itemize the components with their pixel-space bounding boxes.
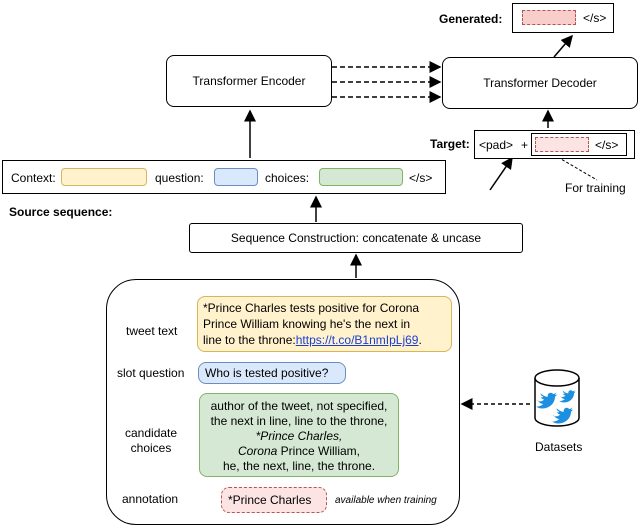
twitter-bird-icon <box>536 392 558 409</box>
candidate-text: Prince William, <box>277 444 361 458</box>
target-token-placeholder <box>535 137 589 152</box>
datasets-label: Datasets <box>535 440 583 454</box>
target-label: Target: <box>430 137 470 151</box>
candidate-line: the next in line, line to the throne, <box>210 414 388 428</box>
context-label: Context: <box>11 171 56 185</box>
target-eos: </s> <box>595 138 619 152</box>
target-pad: <pad> <box>479 138 514 152</box>
annotation-bubble: *Prince Charles <box>221 487 327 513</box>
candidate-choices-bubble: author of the tweet, not specified, the … <box>199 393 399 477</box>
context-slot <box>61 168 147 186</box>
tweet-line: *Prince Charles tests positive for Coron… <box>203 301 420 315</box>
question-slot <box>214 168 258 186</box>
source-sequence-box: Context: question: choices: </s> <box>2 160 446 194</box>
annotation-note: available when training <box>335 495 437 506</box>
datasets-database-icon <box>534 369 580 427</box>
tweet-text-label: tweet text <box>126 324 178 338</box>
for-training-label: For training <box>565 181 626 195</box>
target-plus: + <box>521 138 529 152</box>
candidate-line: author of the tweet, not specified, <box>210 399 388 413</box>
dec-gen-arrow <box>553 34 573 58</box>
twitter-bird-icon <box>559 389 577 403</box>
candidate-italic: Corona <box>237 444 278 458</box>
candidate-label-line: choices <box>130 441 172 455</box>
tweet-line: Prince William knowing he's the next in <box>203 317 411 331</box>
target-sequence-box: </s> <box>531 133 627 156</box>
generated-box: </s> <box>512 3 614 33</box>
candidate-label-line: candidate <box>125 426 178 440</box>
tweet-line-last: line to the throne:https://t.co/B1nmIpLj… <box>203 332 446 348</box>
tweet-line: line to the throne: <box>203 333 296 347</box>
candidate-line-italic: *Prince Charles, <box>255 429 343 443</box>
slot-question-label: slot question <box>117 366 185 380</box>
choices-slot <box>319 168 403 186</box>
sequence-construction: Sequence Construction: concatenate & unc… <box>189 223 523 253</box>
candidate-choices-label: candidate choices <box>125 426 177 456</box>
generated-token-placeholder <box>522 10 576 25</box>
generated-eos: </s> <box>583 11 607 25</box>
source-sequence-title: Source sequence: <box>9 205 113 219</box>
tweet-text-bubble: *Prince Charles tests positive for Coron… <box>197 296 452 352</box>
transformer-encoder: Transformer Encoder <box>166 55 332 107</box>
candidate-line: Corona Prince William, <box>204 444 394 459</box>
transformer-decoder: Transformer Decoder <box>442 57 638 109</box>
target-box: <pad> + </s> <box>474 130 635 159</box>
candidate-line: he, the next, line, the throne. <box>222 459 376 473</box>
cons-tgt-arrow <box>489 156 513 191</box>
slot-question-bubble: Who is tested positive? <box>198 362 346 384</box>
source-eos: </s> <box>409 171 433 185</box>
annotation-label: annotation <box>122 492 179 506</box>
tweet-link[interactable]: https://t.co/B1nmIpLj69 <box>295 333 419 347</box>
tweet-end: . <box>418 333 422 347</box>
twitter-bird-icon <box>552 407 574 424</box>
generated-label: Generated: <box>439 12 503 26</box>
question-label: question: <box>155 171 204 185</box>
for-training-pointer <box>548 151 598 181</box>
choices-label: choices: <box>265 171 310 185</box>
